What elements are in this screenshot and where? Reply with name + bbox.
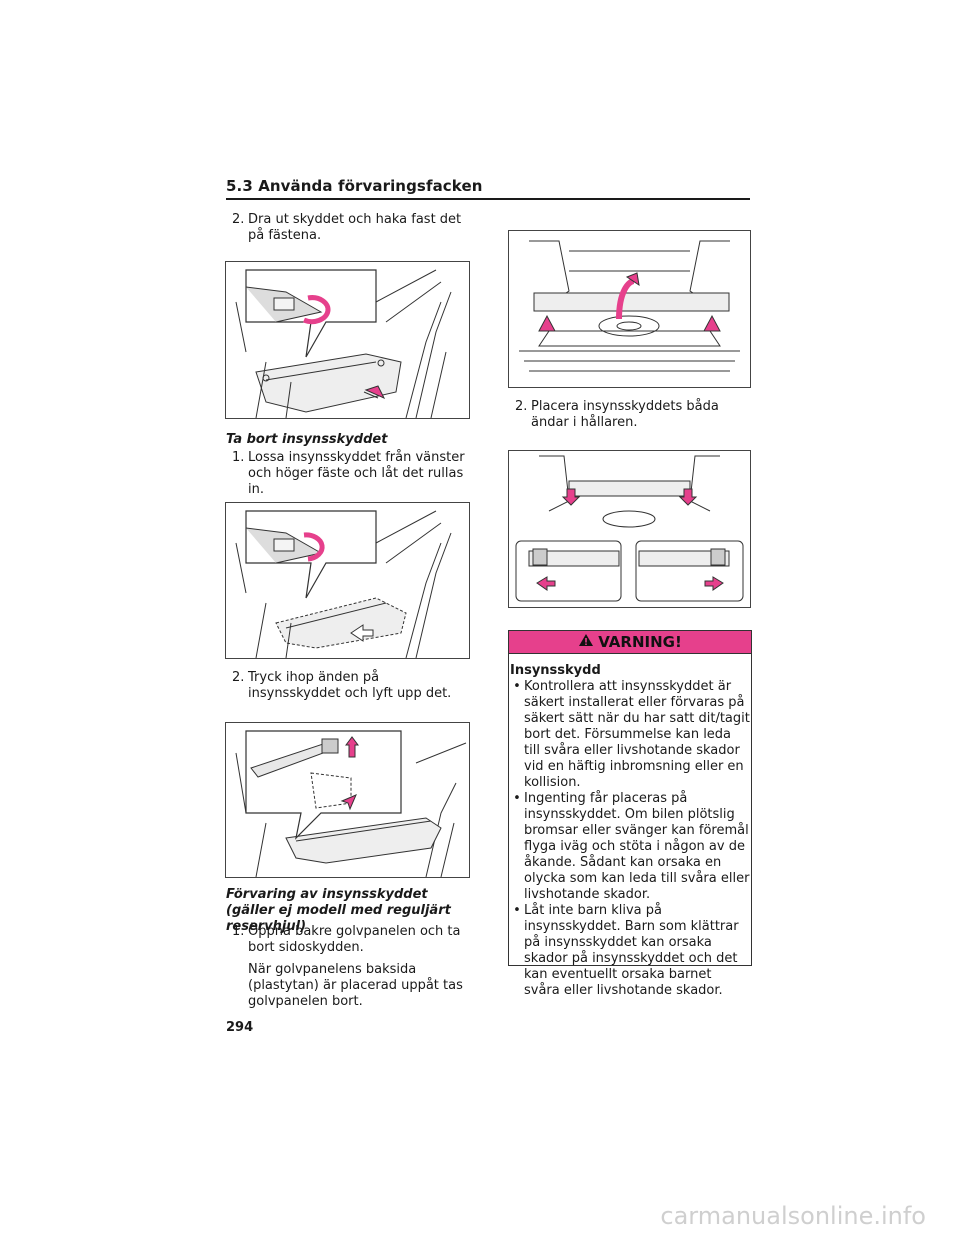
warning-icon xyxy=(578,633,594,651)
warning-bullet-text: Ingenting får placeras på insynsskyddet.… xyxy=(524,791,750,902)
step-place-holder: 2. Placera insynsskyddets båda ändar i h… xyxy=(515,399,751,431)
heading-remove-cover: Ta bort insynsskyddet xyxy=(226,432,388,447)
warning-label: VARNING! xyxy=(598,633,682,651)
warning-title: Insynsskydd xyxy=(510,663,601,678)
warning-bullet-text: Kontrollera att insynsskyddet är säkert … xyxy=(524,679,750,790)
step-text: Dra ut skyddet och haka fast det på fäst… xyxy=(248,212,462,243)
step-text: Lossa insynsskyddet från vänster och hög… xyxy=(248,450,465,497)
figure-attach-cover xyxy=(225,261,470,419)
watermark: carmanualsonline.info xyxy=(660,1202,926,1230)
step-pull-out: 2. Dra ut skyddet och haka fast det på f… xyxy=(232,212,472,244)
warning-header: VARNING! xyxy=(509,631,751,654)
warning-bullet: • Låt inte barn kliva på insynsskyddet. … xyxy=(510,903,751,999)
step-lift: 2. Tryck ihop änden på insynsskyddet och… xyxy=(232,670,472,702)
warning-box: VARNING! Insynsskydd • Kontrollera att i… xyxy=(508,630,752,998)
heading-storage: Förvaring av insynsskyddet (gäller ej mo… xyxy=(226,887,451,934)
step-release: 1. Lossa insynsskyddet från vänster och … xyxy=(232,450,472,498)
warning-bullet: • Ingenting får placeras på insynsskydde… xyxy=(513,791,750,902)
figure-floor-panel xyxy=(508,230,751,388)
storage-note: När golvpanelens baksida (plastytan) är … xyxy=(248,962,463,1009)
page-number: 294 xyxy=(226,1020,254,1035)
step-text: Placera insynsskyddets båda ändar i håll… xyxy=(531,399,719,430)
figure-place-ends xyxy=(508,450,751,608)
warning-bullet: • Kontrollera att insynsskyddet är säker… xyxy=(513,679,750,790)
figure-lift-cover xyxy=(225,722,470,878)
section-divider xyxy=(226,198,750,200)
step-open-floor: 1. Öppna bakre golvpanelen och ta bort s… xyxy=(232,924,472,956)
step-text: Tryck ihop änden på insynsskyddet och ly… xyxy=(248,670,452,701)
warning-bullet-text: Låt inte barn kliva på insynsskyddet. Ba… xyxy=(524,903,739,998)
step-text: Öppna bakre golvpanelen och ta bort sido… xyxy=(248,924,461,955)
figure-release-cover xyxy=(225,502,470,659)
section-title: 5.3 Använda förvaringsfacken xyxy=(226,177,483,195)
